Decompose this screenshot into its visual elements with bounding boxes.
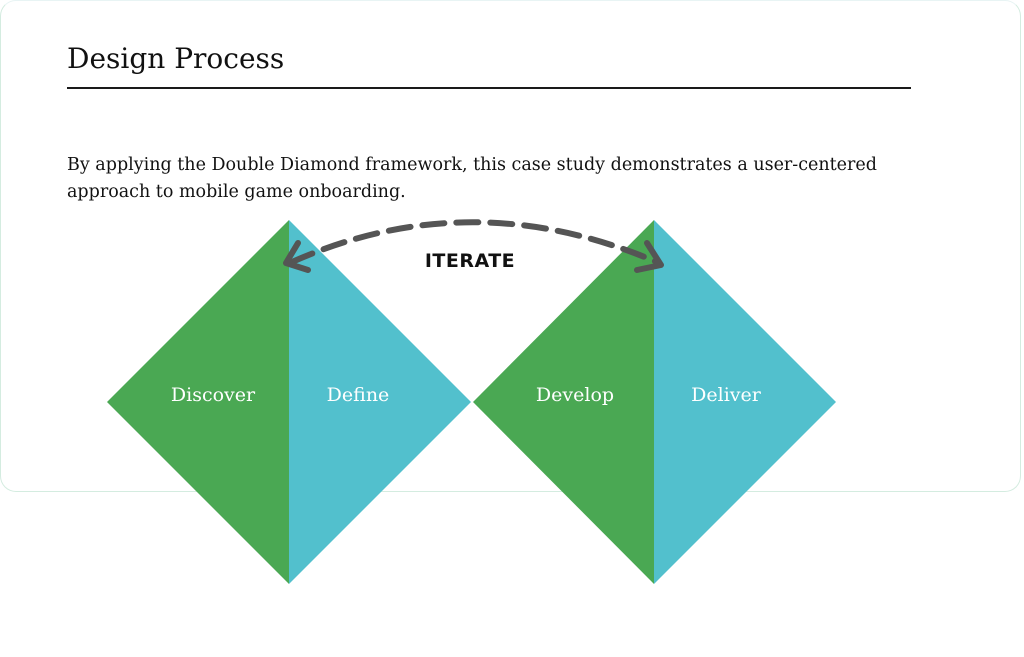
define-label: Define (327, 384, 390, 406)
define-half (289, 220, 471, 584)
deliver-label: Deliver (691, 384, 762, 406)
title-divider (67, 87, 911, 89)
discover-label: Discover (171, 384, 256, 406)
arrowhead-right-icon (634, 240, 664, 273)
second-diamond: Develop Deliver (473, 220, 836, 584)
iterate-dashed-arc (289, 219, 662, 266)
develop-label: Develop (536, 384, 614, 406)
intro-paragraph: By applying the Double Diamond framework… (67, 155, 877, 202)
section-title: Design Process (67, 42, 285, 75)
discover-half (107, 220, 289, 584)
deliver-half (654, 220, 836, 584)
develop-half (473, 220, 654, 584)
first-diamond: Discover Define (107, 220, 471, 584)
iterate-arrow: ITERATE (283, 219, 664, 273)
iterate-label: ITERATE (425, 250, 515, 272)
arrowhead-left-icon (283, 240, 311, 273)
